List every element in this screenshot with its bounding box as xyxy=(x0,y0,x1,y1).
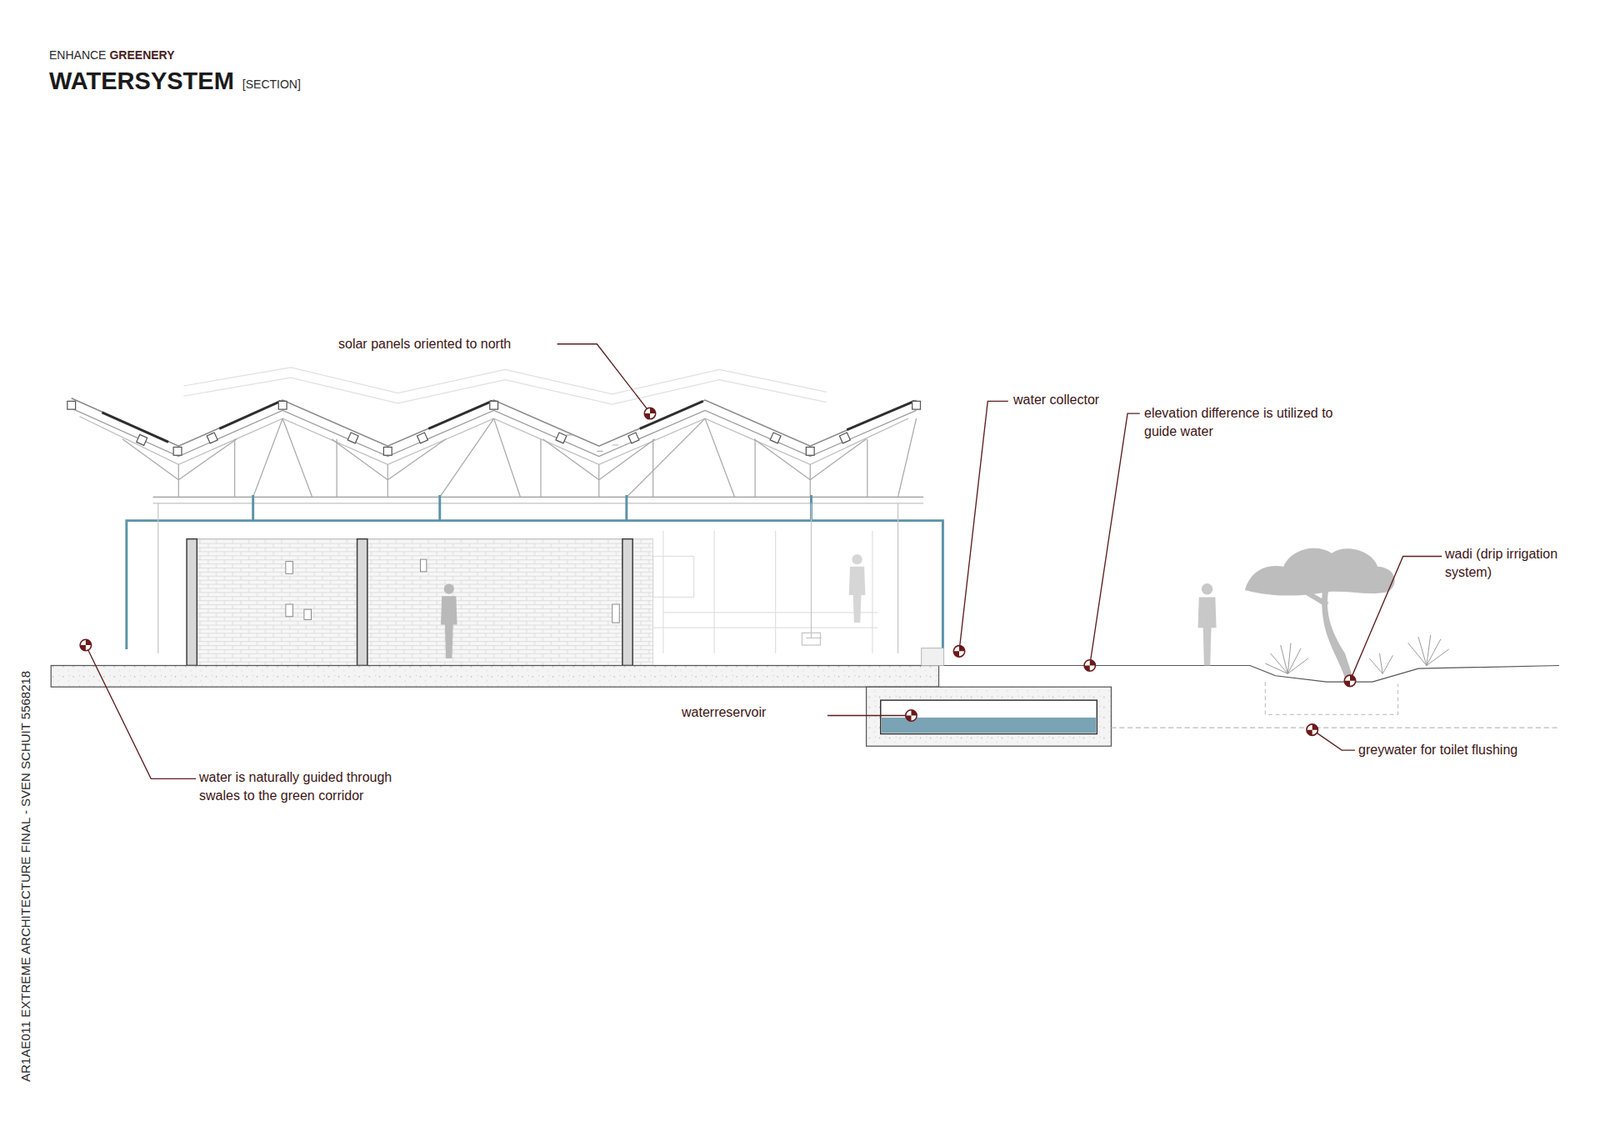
callout-label: elevation difference is utilized to guid… xyxy=(1144,404,1357,442)
roof-structure xyxy=(71,398,924,504)
callout-label: water is naturally guided through swales… xyxy=(199,768,395,806)
ground xyxy=(50,648,1560,747)
roof-markers xyxy=(67,400,921,455)
section-kicker: GREENERY xyxy=(109,47,175,65)
callout-label: wadi (drip irrigation system) xyxy=(1445,545,1591,583)
sheet-credit: AR1AE011 EXTREME ARCHITECTURE FINAL - SV… xyxy=(18,670,34,1082)
callout-label: greywater for toilet flushing xyxy=(1358,740,1525,760)
section-tag: [SECTION] xyxy=(242,76,301,94)
shrubs xyxy=(1265,635,1449,675)
section-kicker: ENHANCE xyxy=(49,47,106,65)
tree xyxy=(1245,548,1395,678)
callout-label: waterreservoir xyxy=(681,703,766,722)
walls xyxy=(158,503,899,666)
leader-lines xyxy=(85,344,1442,780)
figures xyxy=(440,548,1450,678)
callout-label: solar panels oriented to north xyxy=(338,335,511,354)
solar-panels xyxy=(101,400,915,442)
page-title: WATERSYSTEM xyxy=(49,66,235,96)
callout-markers xyxy=(80,407,1356,735)
callout-label: water collector xyxy=(1013,390,1100,410)
